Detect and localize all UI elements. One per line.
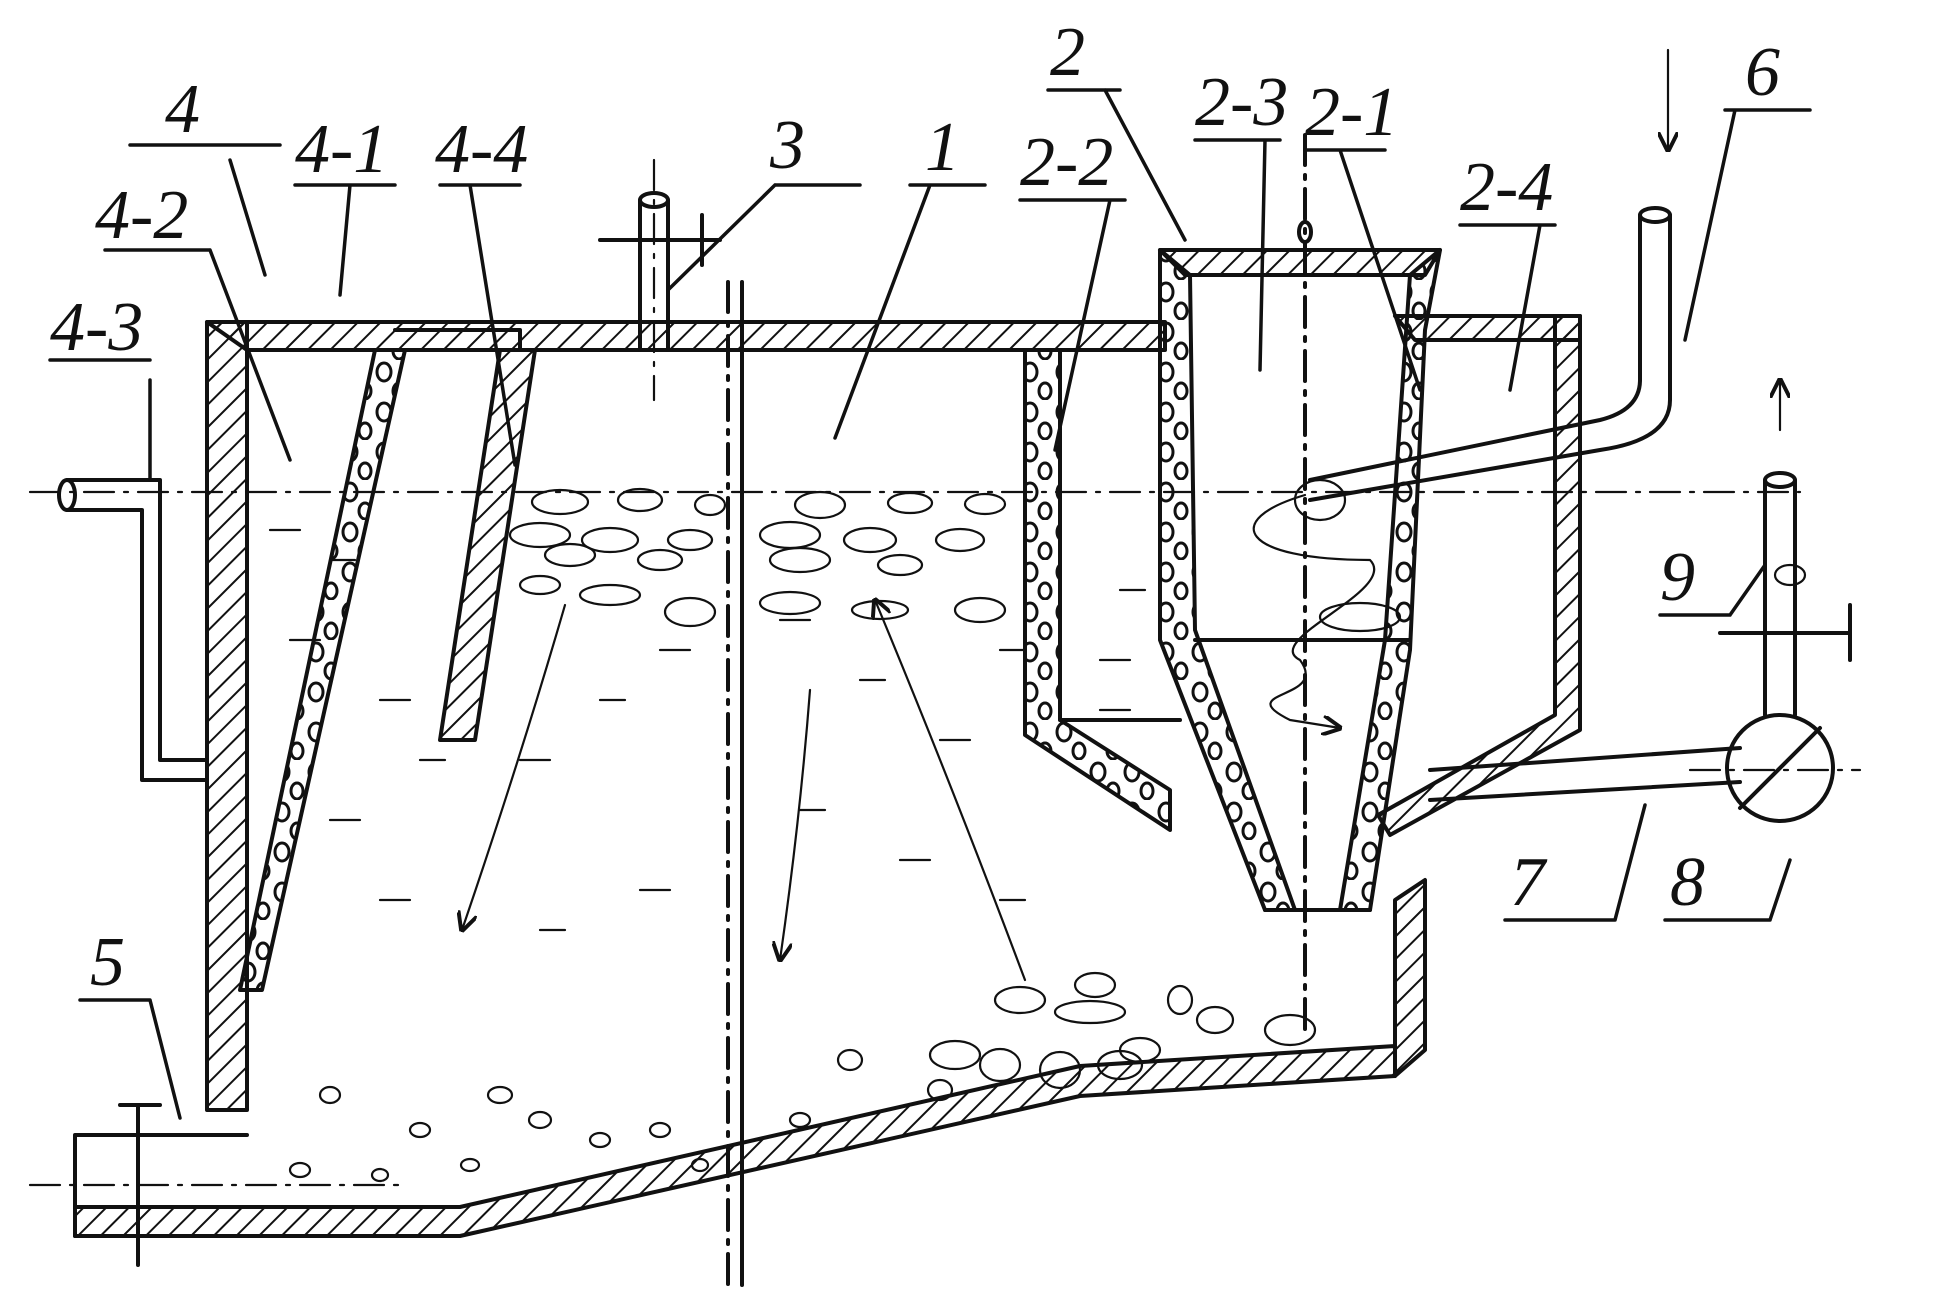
- label-4: 4: [165, 71, 200, 148]
- label-7: 7: [1510, 844, 1548, 921]
- label-2-3: 2-3: [1195, 64, 1288, 141]
- label-6: 6: [1745, 34, 1780, 111]
- label-5: 5: [90, 924, 125, 1001]
- leader-lines: [48, 88, 1812, 1120]
- label-9: 9: [1660, 539, 1695, 616]
- flow-arrow-center: [780, 688, 812, 960]
- label-4-4: 4-4: [435, 111, 528, 188]
- media-wall-2-2: [1023, 348, 1172, 832]
- label-2: 2: [1050, 14, 1085, 91]
- riser-pipe-9: [1763, 478, 1797, 717]
- pump-8: [1725, 713, 1835, 823]
- label-3: 3: [769, 107, 805, 184]
- label-2-2: 2-2: [1020, 124, 1113, 201]
- cyclone-wall-right: [1338, 248, 1442, 912]
- label-4-3: 4-3: [50, 289, 143, 366]
- label-2-1: 2-1: [1305, 74, 1398, 151]
- right-unit-2: [1023, 48, 1862, 1032]
- tank-bottom: [73, 1044, 1397, 1238]
- cyclone-roof-2-3: [1158, 248, 1442, 277]
- label-4-1: 4-1: [295, 111, 388, 188]
- label-8: 8: [1670, 844, 1705, 921]
- mud-outlet-pipe: [73, 1133, 249, 1238]
- right-lower-wall: [1393, 878, 1427, 1078]
- cyclone-wall-left: [1158, 248, 1297, 912]
- swirl-flow: [1252, 493, 1376, 728]
- effluent-pipe-4-3: [65, 478, 209, 782]
- filter-media-4-1: [238, 348, 407, 992]
- left-chamber-4: [57, 328, 537, 992]
- part-labels: 4 4-1 4-4 4-2 4-3 3 1 2-2 2 2-3 2-1 2-4 …: [50, 14, 1780, 1001]
- floating-media: [508, 487, 1007, 628]
- tank-roof: [205, 320, 1167, 352]
- label-4-2: 4-2: [95, 177, 188, 254]
- settled-media: [288, 971, 1317, 1183]
- label-1: 1: [925, 109, 960, 186]
- sludge-pipe-7: [1428, 746, 1742, 802]
- inlet-pipe-6: [1308, 213, 1672, 502]
- chamber-2-4-wall: [1376, 314, 1582, 837]
- inlet-pipe-3: [598, 158, 722, 402]
- label-2-4: 2-4: [1460, 149, 1553, 226]
- flow-arrow-up: [875, 600, 1027, 982]
- flow-arrow-left: [462, 603, 567, 930]
- water-surface-marks: [268, 528, 1147, 932]
